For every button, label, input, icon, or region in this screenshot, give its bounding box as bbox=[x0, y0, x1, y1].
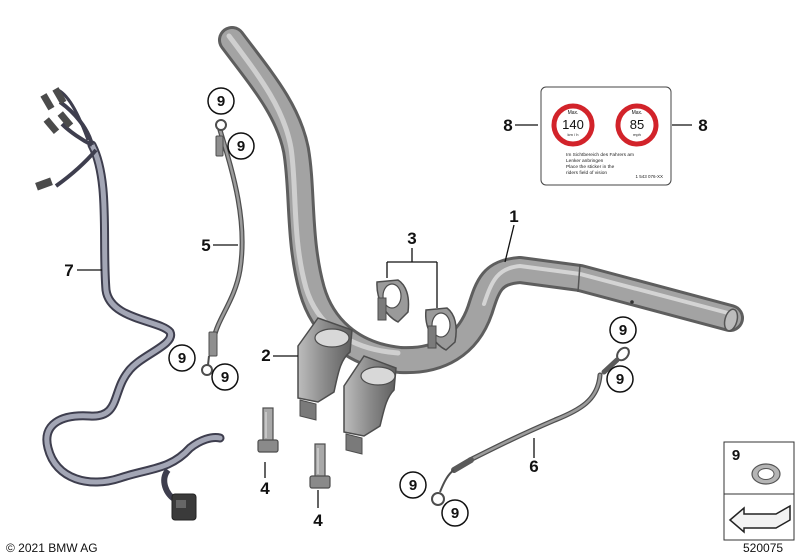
sticker: Max. 140 km / h Max. 85 mph Im Sichtbere… bbox=[540, 86, 672, 186]
svg-text:85: 85 bbox=[630, 117, 644, 132]
legend-box-label: 9 bbox=[732, 447, 740, 464]
bolt-right bbox=[309, 443, 331, 489]
callout-9-h: 9 bbox=[441, 499, 469, 527]
callout-9-c: 9 bbox=[168, 344, 196, 372]
riser-left bbox=[297, 317, 353, 421]
callout-9-f: 9 bbox=[606, 365, 634, 393]
clamp-right bbox=[425, 307, 457, 351]
diagram-number: 520075 bbox=[743, 541, 784, 555]
callout-4-left: 4 bbox=[260, 479, 270, 498]
callout-1: 1 bbox=[509, 207, 518, 226]
bolt-left bbox=[257, 407, 279, 453]
svg-text:9: 9 bbox=[217, 93, 225, 110]
callout-8-right: 8 bbox=[698, 116, 707, 135]
svg-text:9: 9 bbox=[221, 369, 229, 386]
wiring-harness bbox=[35, 87, 225, 521]
callout-9-d: 9 bbox=[211, 363, 239, 391]
svg-text:km / h: km / h bbox=[568, 132, 579, 137]
upper-hose bbox=[201, 119, 245, 376]
sticker-part-code: 1 543 076-XX bbox=[635, 174, 663, 179]
callout-9-b: 9 bbox=[227, 132, 255, 160]
svg-text:9: 9 bbox=[451, 505, 459, 522]
sticker-text-line: Lenker anbringen bbox=[566, 158, 604, 164]
legend-box-arrow bbox=[723, 493, 795, 541]
svg-text:9: 9 bbox=[616, 371, 624, 388]
svg-text:140: 140 bbox=[562, 117, 584, 132]
svg-text:9: 9 bbox=[178, 350, 186, 367]
lower-hose bbox=[431, 346, 630, 506]
sticker-text-line: Im Sichtbereich des Fahrers am bbox=[566, 152, 634, 158]
callout-4-right: 4 bbox=[313, 511, 323, 530]
sticker-text-line: Place the sticker in the bbox=[566, 164, 615, 170]
legend-box-fitting: 9 bbox=[723, 441, 795, 495]
callout-5: 5 bbox=[201, 236, 210, 255]
arrow-icon bbox=[728, 504, 791, 534]
svg-text:mph: mph bbox=[633, 132, 641, 137]
riser-right bbox=[343, 355, 397, 455]
sticker-text-line: riders field of vision bbox=[566, 170, 607, 176]
svg-text:9: 9 bbox=[619, 322, 627, 339]
callout-9-e: 9 bbox=[609, 316, 637, 344]
svg-text:Max.: Max. bbox=[568, 110, 579, 116]
callout-9-g: 9 bbox=[399, 471, 427, 499]
callout-7: 7 bbox=[64, 261, 73, 280]
callout-9-a: 9 bbox=[207, 87, 235, 115]
callout-8-left: 8 bbox=[503, 116, 512, 135]
svg-text:Max.: Max. bbox=[632, 110, 643, 116]
handlebar bbox=[218, 26, 744, 375]
speed-sign-right: Max. 85 mph bbox=[615, 103, 659, 147]
callout-2: 2 bbox=[261, 346, 270, 365]
speed-sign-left: Max. 140 km / h bbox=[551, 103, 595, 147]
svg-text:9: 9 bbox=[409, 477, 417, 494]
callout-3: 3 bbox=[407, 229, 416, 248]
svg-text:9: 9 bbox=[237, 138, 245, 155]
copyright: © 2021 BMW AG bbox=[6, 541, 98, 555]
callout-6: 6 bbox=[529, 457, 538, 476]
clamp-left bbox=[376, 279, 410, 323]
leader-lines bbox=[77, 124, 692, 508]
